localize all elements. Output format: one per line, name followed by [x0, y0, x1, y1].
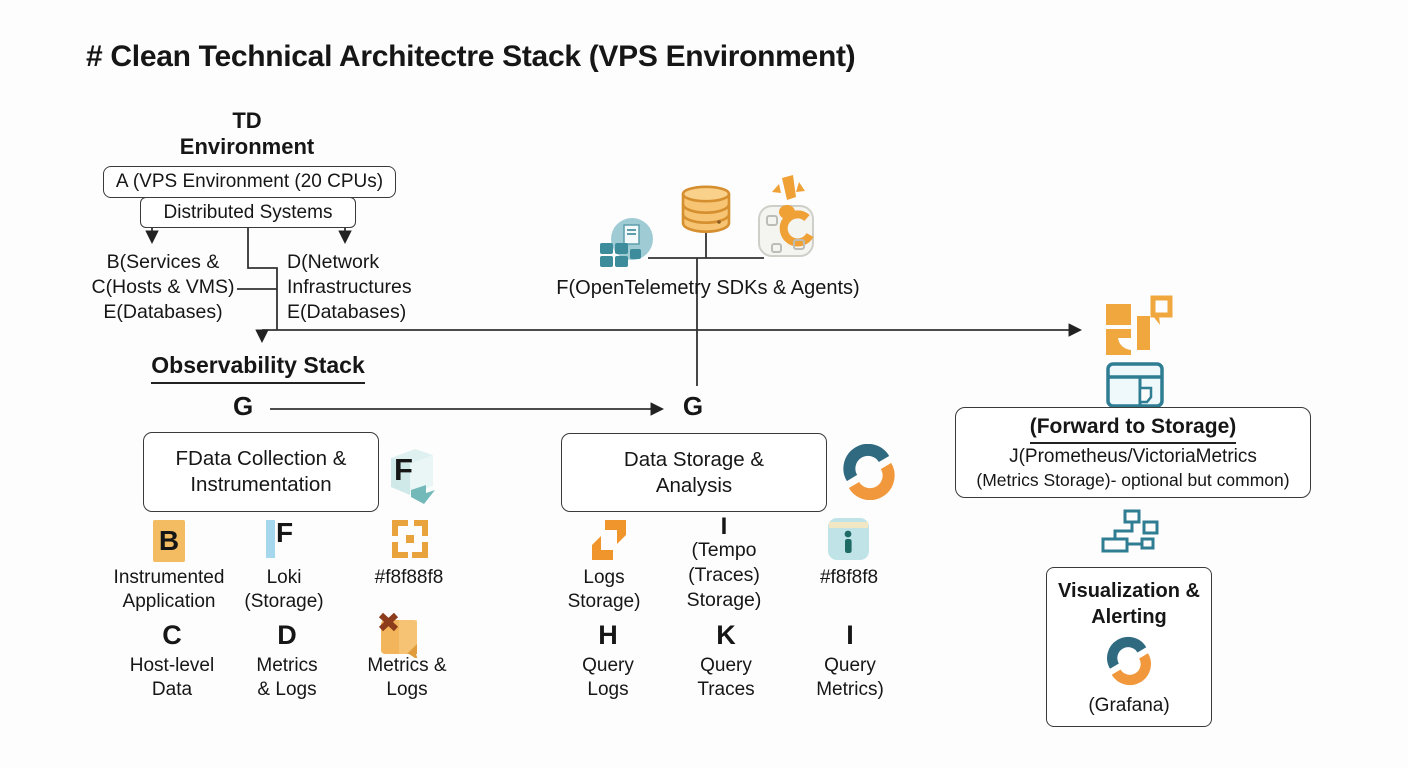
query-logs-letter: H [598, 620, 618, 650]
visualization-alerting-box: Visualization & Alerting (Grafana) [1046, 567, 1212, 727]
hex-color-label-1: #f8f88f8 [354, 566, 464, 590]
forward-storage-line3: (Metrics Storage)- optional but common) [976, 469, 1290, 490]
metrics-logs-box-icon [375, 610, 421, 663]
td-heading-line1: TD [232, 108, 262, 133]
vps-environment-label: A (VPS Environment (20 CPUs) [115, 171, 384, 192]
data-storage-line2: Analysis [655, 473, 733, 497]
td-heading-line2: Environment [179, 134, 315, 159]
forward-storage-box: (Forward to Storage) J(Prometheus/Victor… [955, 407, 1311, 498]
viz-heading-line2: Alerting [1091, 606, 1167, 628]
logs-storage-swirl-icon [586, 518, 632, 567]
g-node-middle: G [682, 391, 704, 421]
opentelemetry-icon [598, 216, 654, 277]
loki-letter: F [276, 517, 294, 548]
metrics-logs-icon-line1: Metrics & [367, 655, 447, 676]
host-level-line1: Host-level [129, 655, 215, 676]
data-storage-box: Data Storage & Analysis [561, 433, 827, 512]
services-node-line2: C(Hosts & VMS) [91, 276, 235, 298]
viz-heading-line1: Visualization & [1058, 580, 1200, 602]
td-environment-heading: TD Environment [147, 108, 347, 160]
query-logs-label: Query Logs [568, 654, 648, 702]
network-infrastructure-node: D(Network Infrastructures E(Databases) [287, 250, 437, 325]
metrics-logs-icon-line2: Logs [386, 679, 428, 700]
data-storage-line1: Data Storage & [623, 447, 765, 471]
jar-icon [826, 512, 871, 567]
query-traces-line2: Traces [697, 679, 755, 700]
host-level-line2: Data [151, 679, 193, 700]
instrumented-app-letter: B [158, 525, 180, 556]
observability-stack-label: Observability Stack [151, 352, 365, 384]
loki-line1: Loki [266, 567, 302, 588]
query-metrics-label: Query Metrics) [805, 654, 895, 702]
query-logs-line1: Query [582, 655, 634, 676]
loki-label: Loki (Storage) [234, 566, 334, 614]
loki-bar-icon [266, 520, 275, 558]
network-node-line3: E(Databases) [287, 301, 407, 323]
observability-stack-heading: Observability Stack [148, 352, 368, 384]
logs-storage-line1: Logs [583, 567, 625, 588]
tempo-letter: I [720, 513, 728, 540]
logs-storage-line2: Storage) [567, 591, 641, 612]
query-metrics-line2: Metrics) [816, 679, 884, 700]
instrumented-app-badge [153, 520, 185, 562]
hex-color-2-line1: #f8f8f8 [819, 567, 879, 588]
network-node-line1: D(Network [287, 251, 380, 273]
agent-shield-icon [752, 172, 820, 269]
forward-storage-heading: (Forward to Storage) [1029, 415, 1237, 444]
dashboard-window-icon [1106, 362, 1164, 413]
grafana-icon-small [1105, 636, 1153, 691]
flowchart-icon [1101, 509, 1161, 560]
grafana-caption: (Grafana) [1088, 695, 1170, 716]
data-collection-line1: FData Collection & [175, 447, 347, 470]
tempo-line1: (Tempo [691, 539, 757, 561]
vps-environment-box: A (VPS Environment (20 CPUs) [103, 166, 396, 198]
knot-icon [384, 516, 436, 567]
hex-color-label-2: #f8f8f8 [804, 566, 894, 590]
data-collection-line2: Instrumentation [190, 473, 332, 496]
services-node-line3: E(Databases) [103, 301, 223, 323]
query-traces-line1: Query [700, 655, 752, 676]
metrics-logs-letter: D [277, 620, 297, 650]
data-collection-box: FData Collection & Instrumentation [143, 432, 379, 512]
opentelemetry-label: F(OpenTelemetry SDKs & Agents) [556, 277, 860, 299]
network-node-line2: Infrastructures [287, 276, 412, 298]
services-hosts-node: B(Services & C(Hosts & VMS) E(Databases) [73, 250, 253, 325]
page-title: # Clean Technical Architectre Stack (VPS… [86, 40, 856, 73]
instrumented-app-line2: Application [122, 591, 216, 612]
metrics-logs-line2: & Logs [257, 679, 317, 700]
loki-line2: (Storage) [244, 591, 324, 612]
instrumented-app-line1: Instrumented [113, 567, 225, 588]
forward-blocks-icon [1100, 294, 1178, 361]
metrics-logs-label: Metrics & Logs [237, 654, 337, 702]
g-node-left: G [233, 391, 254, 421]
query-metrics-line1: Query [824, 655, 876, 676]
distributed-systems-box: Distributed Systems [140, 197, 356, 228]
tempo-line2: (Traces) [688, 564, 760, 586]
metrics-logs-line1: Metrics [256, 655, 318, 676]
distributed-systems-label: Distributed Systems [163, 201, 333, 223]
query-traces-label: Query Traces [686, 654, 766, 702]
instrumented-app-label: Instrumented Application [94, 566, 244, 614]
host-level-letter: C [162, 620, 182, 650]
metrics-logs-icon-label: Metrics & Logs [352, 654, 462, 702]
query-metrics-letter: I [846, 620, 854, 650]
forward-storage-line2: J(Prometheus/VictoriaMetrics [1009, 445, 1257, 467]
fdata-cube-letter: F [394, 452, 413, 487]
grafana-icon [841, 443, 897, 505]
services-node-line1: B(Services & [106, 251, 220, 273]
query-traces-letter: K [716, 620, 736, 650]
logs-storage-label: Logs Storage) [554, 566, 654, 614]
database-icon [679, 184, 733, 239]
fdata-cube-icon [383, 445, 437, 511]
tempo-line3: Storage) [686, 589, 762, 611]
host-level-label: Host-level Data [92, 654, 252, 702]
tempo-label: (Tempo (Traces) Storage) [674, 538, 774, 613]
hex-color-1-line1: #f8f88f8 [374, 567, 444, 588]
query-logs-line2: Logs [587, 679, 629, 700]
